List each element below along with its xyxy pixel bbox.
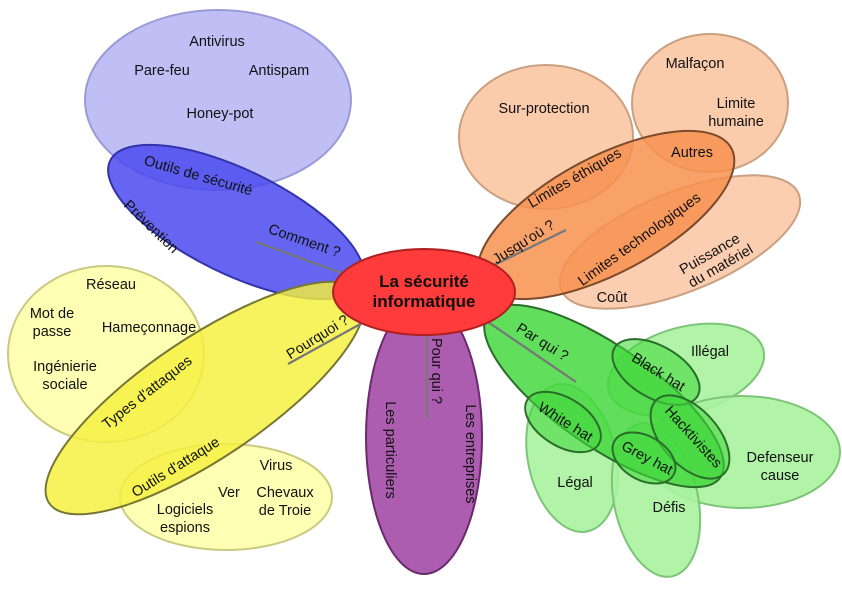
chevaux-label-1: Chevaux xyxy=(256,485,314,501)
branch-yellow-pourquoi: Réseau Mot de passe Hameçonnage Ingénier… xyxy=(7,265,366,551)
parqui-connector xyxy=(487,321,577,383)
chevaux-label-2: de Troie xyxy=(259,503,311,519)
center-node: La sécurité informatique xyxy=(332,248,516,336)
logiciels-label-1: Logiciels xyxy=(157,502,213,518)
antivirus-label: Antivirus xyxy=(189,34,245,50)
defenseur-label-1: Defenseur xyxy=(747,450,814,466)
branch-purple-pourqui: Pour qui ? Les particuliers Les entrepri… xyxy=(365,299,483,575)
reseau-label: Réseau xyxy=(86,277,136,293)
logiciels-label-2: espions xyxy=(160,520,210,536)
jusquou-connector xyxy=(483,229,567,271)
limite-humaine-label-2: humaine xyxy=(708,114,764,130)
parefeu-label: Pare-feu xyxy=(134,63,190,79)
branch-blue-comment: Antivirus Pare-feu Antispam Honey-pot Ou… xyxy=(84,9,365,301)
mot-de-passe-label-2: passe xyxy=(33,324,72,340)
pourqui-label: Pour qui ? xyxy=(428,338,444,404)
entreprises-label: Les entreprises xyxy=(462,404,478,503)
greyhat-ellipse xyxy=(611,431,677,485)
defenseur-label-2: cause xyxy=(761,468,800,484)
surprotection-label: Sur-protection xyxy=(498,101,589,117)
branch-green-parqui: Par qui ? Black hat Illégal Hacktivistes… xyxy=(483,303,841,578)
whitehat-ellipse xyxy=(524,390,602,454)
cout-label: Coût xyxy=(597,290,628,306)
particuliers-label: Les particuliers xyxy=(382,401,398,499)
defis-label: Défis xyxy=(652,500,685,516)
ingenierie-label-2: sociale xyxy=(42,377,87,393)
hameconnage-label: Hameçonnage xyxy=(102,320,196,336)
mot-de-passe-label-1: Mot de xyxy=(30,306,74,322)
malfacon-label: Malfaçon xyxy=(666,56,725,72)
branch-orange-jusquou: Sur-protection Malfaçon Limite humaine A… xyxy=(458,33,802,310)
ingenierie-label-1: Ingénierie xyxy=(33,359,97,375)
illegal-label: Illégal xyxy=(691,344,729,360)
virus-label: Virus xyxy=(260,458,293,474)
comment-connector xyxy=(255,240,351,278)
ver-label: Ver xyxy=(218,485,240,501)
limite-humaine-label-1: Limite xyxy=(717,96,756,112)
blackhat-ellipse xyxy=(611,338,701,406)
center-title-line1: La sécurité xyxy=(379,272,469,291)
pourquoi-connector xyxy=(287,321,365,365)
honeypot-label: Honey-pot xyxy=(187,106,254,122)
antispam-label: Antispam xyxy=(249,63,309,79)
autres-label: Autres xyxy=(671,145,713,161)
center-title-line2: informatique xyxy=(373,292,476,311)
legal-label: Légal xyxy=(557,475,592,491)
center-ellipse xyxy=(332,248,516,336)
